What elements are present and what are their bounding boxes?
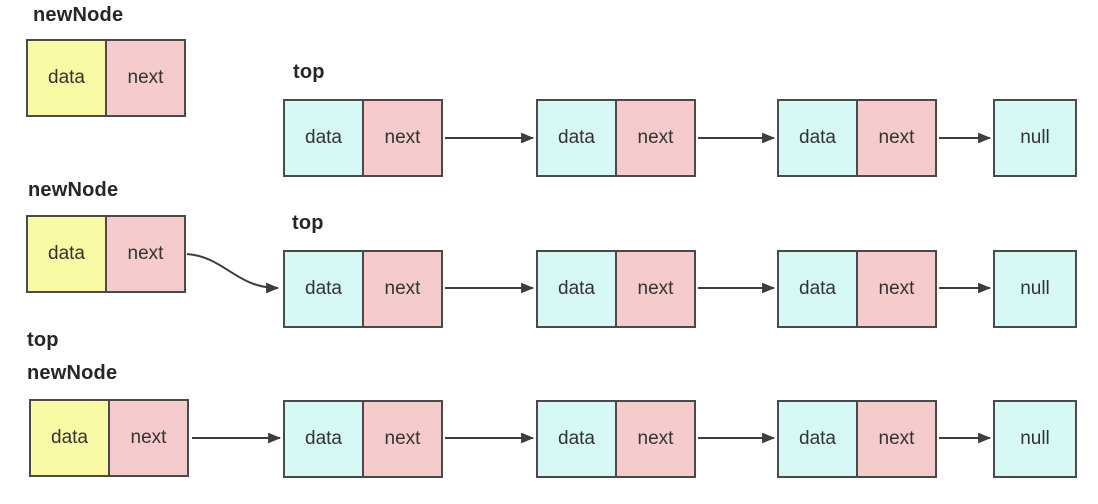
row3-null-box: null — [993, 400, 1077, 478]
row2-newnode-box: data next — [26, 215, 186, 293]
row2-newnode-data-cell: data — [28, 217, 107, 291]
row1-node1-next-cell: next — [364, 101, 441, 175]
row1-node1-data-cell: data — [285, 101, 364, 175]
row2-node2-next-cell: next — [617, 252, 694, 326]
row3-list-node-3: data next — [777, 400, 937, 478]
row2-newnode-label: newNode — [28, 179, 119, 201]
row2-node1-data-cell: data — [285, 252, 364, 326]
row2-null-box: null — [993, 250, 1077, 328]
row2-list-node-2: data next — [536, 250, 696, 328]
row3-newnode-box: data next — [29, 399, 189, 477]
row3-node3-data-cell: data — [779, 402, 858, 476]
row1-node2-next-cell: next — [617, 101, 694, 175]
row2-node1-next-cell: next — [364, 252, 441, 326]
row2-newnode-next-cell: next — [107, 217, 184, 291]
row3-newnode-label: newNode — [27, 362, 118, 384]
row3-node2-next-cell: next — [617, 402, 694, 476]
row1-newnode-data-cell: data — [28, 41, 107, 115]
row2-node3-data-cell: data — [779, 252, 858, 326]
row3-newnode-next-cell: next — [110, 401, 187, 475]
row1-node2-data-cell: data — [538, 101, 617, 175]
row1-list-node-1: data next — [283, 99, 443, 177]
row1-top-label: top — [293, 61, 325, 83]
row2-list-node-3: data next — [777, 250, 937, 328]
row1-node3-next-cell: next — [858, 101, 935, 175]
row2-node2-data-cell: data — [538, 252, 617, 326]
row3-node1-data-cell: data — [285, 402, 364, 476]
row2-node3-next-cell: next — [858, 252, 935, 326]
row2-list-node-1: data next — [283, 250, 443, 328]
row3-newnode-data-cell: data — [31, 401, 110, 475]
row3-list-node-2: data next — [536, 400, 696, 478]
row3-list-node-1: data next — [283, 400, 443, 478]
row3-node3-next-cell: next — [858, 402, 935, 476]
row3-top-label: top — [27, 329, 59, 351]
row1-newnode-next-cell: next — [107, 41, 184, 115]
row1-newnode-label: newNode — [33, 4, 124, 26]
row2-arrow-newnode-to-top — [186, 253, 280, 294]
row3-node1-next-cell: next — [364, 402, 441, 476]
row1-node3-data-cell: data — [779, 101, 858, 175]
row1-list-node-2: data next — [536, 99, 696, 177]
row2-top-label: top — [292, 212, 324, 234]
row3-node2-data-cell: data — [538, 402, 617, 476]
row1-list-node-3: data next — [777, 99, 937, 177]
row1-null-box: null — [993, 99, 1077, 177]
row1-newnode-box: data next — [26, 39, 186, 117]
